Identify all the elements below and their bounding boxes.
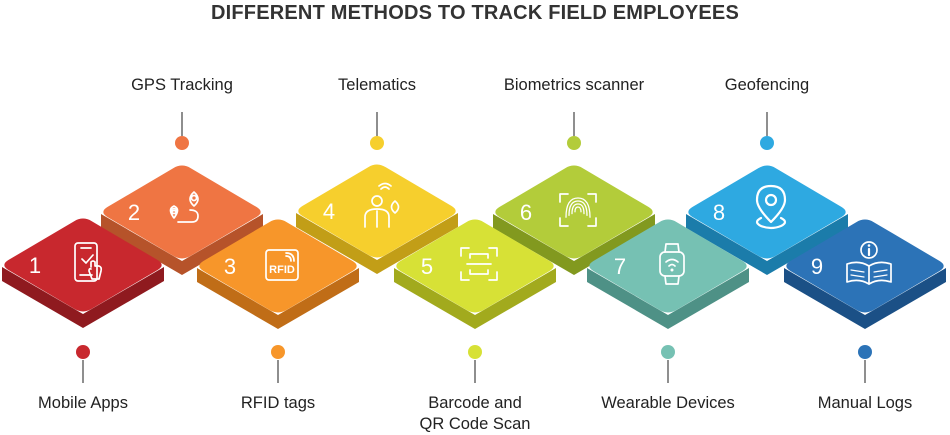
connector-2	[175, 112, 189, 150]
connector-7	[661, 345, 675, 383]
method-label-3: RFID tags	[240, 394, 316, 412]
method-label-6: Biometrics scanner	[503, 76, 645, 94]
connector-dot	[370, 136, 384, 150]
method-tile-7: 7	[587, 219, 749, 329]
connector-9	[858, 345, 872, 383]
connector-1	[76, 345, 90, 383]
method-label-line: QR Code Scan	[419, 415, 531, 433]
rfid-tag-icon: RFID	[265, 249, 299, 281]
method-tile-8: 8	[686, 165, 848, 275]
method-tile-3: 3 RFID	[197, 219, 359, 329]
connector-dot	[661, 345, 675, 359]
tile-side	[197, 268, 359, 329]
method-label-1: Mobile Apps	[38, 394, 128, 412]
connectors	[76, 112, 872, 383]
method-label-2: GPS Tracking	[131, 76, 233, 94]
connector-dot	[468, 345, 482, 359]
connector-dot	[76, 345, 90, 359]
tile-number: 9	[811, 254, 823, 279]
connector-6	[567, 112, 581, 150]
smartwatch-icon	[659, 243, 685, 285]
tile-side	[296, 213, 458, 274]
tile-top	[786, 219, 944, 313]
manual-book-icon	[846, 241, 892, 285]
method-tile-9: 9	[784, 219, 946, 329]
method-tile-5: 5	[394, 219, 556, 329]
fingerprint-icon	[559, 193, 597, 227]
tile-top	[4, 218, 162, 312]
method-label-5: Barcode and QR Code Scan	[420, 393, 531, 435]
connector-dot	[175, 136, 189, 150]
tile-top	[589, 219, 747, 313]
method-tile-2: 2	[101, 165, 263, 275]
tile-top	[688, 165, 846, 259]
method-label-4: Telematics	[338, 76, 416, 94]
tile-top	[103, 165, 261, 259]
tile-number: 2	[128, 200, 140, 225]
qr-scan-icon	[460, 247, 498, 281]
tile-number: 5	[421, 254, 433, 279]
tile-number: 6	[520, 200, 532, 225]
svg-text:RFID: RFID	[269, 264, 295, 276]
tile-number: 8	[713, 200, 725, 225]
method-tile-1: 1	[2, 218, 164, 328]
connector-4	[370, 112, 384, 150]
connector-dot	[760, 136, 774, 150]
connector-3	[271, 345, 285, 383]
tile-side	[2, 267, 164, 328]
tile-number: 3	[224, 254, 236, 279]
tile-number: 1	[29, 253, 41, 278]
connector-dot	[567, 136, 581, 150]
connector-5	[468, 345, 482, 383]
diagram-title: DIFFERENT METHODS TO TRACK FIELD EMPLOYE…	[210, 2, 740, 24]
route-pin-icon	[169, 191, 199, 223]
phone-touch-icon	[74, 242, 103, 282]
tile-side	[394, 268, 556, 329]
tile-side	[101, 214, 263, 275]
method-label-line: Barcode and	[428, 394, 522, 412]
tile-number: 4	[323, 199, 335, 224]
method-label-9: Manual Logs	[817, 394, 913, 412]
location-pin-icon	[755, 184, 787, 230]
method-label-7: Wearable Devices	[601, 394, 735, 412]
tile-top	[396, 219, 554, 313]
tile-top	[199, 219, 357, 313]
driver-signal-icon	[364, 182, 400, 228]
connector-dot	[271, 345, 285, 359]
tiles: 2 4 6 8 1 3 RFID 5 7 9	[2, 164, 946, 329]
tile-number: 7	[614, 254, 626, 279]
tile-side	[784, 268, 946, 329]
tile-top	[495, 165, 653, 259]
connector-8	[760, 112, 774, 150]
tile-side	[587, 268, 749, 329]
tile-side	[686, 214, 848, 275]
connector-dot	[858, 345, 872, 359]
method-tile-4: 4	[296, 164, 458, 274]
method-label-8: Geofencing	[724, 76, 810, 94]
